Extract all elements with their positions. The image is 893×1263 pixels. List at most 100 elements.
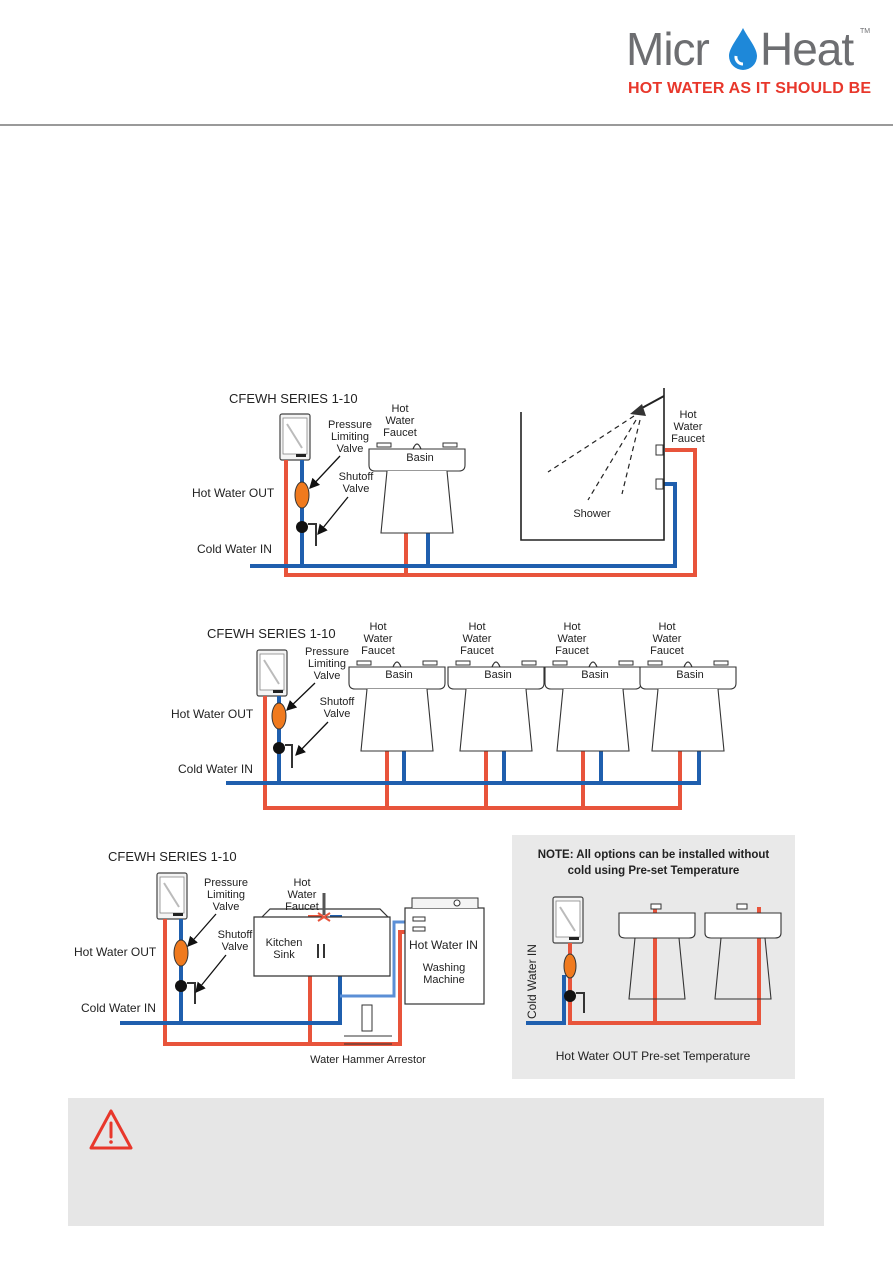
pressure-label-1: Pressure xyxy=(305,646,349,658)
basin-label: Basin xyxy=(385,669,413,681)
faucet-label-3: Faucet xyxy=(460,645,494,657)
faucet-label-1: Hot xyxy=(391,403,408,415)
faucet-label-3: Faucet xyxy=(555,645,589,657)
basin-label: Basin xyxy=(676,669,704,681)
note-panel: NOTE: All options can be installed witho… xyxy=(512,835,795,1079)
shutoff-label-2: Valve xyxy=(222,941,249,953)
hot-water-out-label: Hot Water OUT xyxy=(74,945,157,959)
shutoff-label-1: Shutoff xyxy=(339,471,375,483)
hot-water-out-label: Hot Water OUT xyxy=(192,486,275,500)
note-text: NOTE: All options can be installed witho… xyxy=(512,847,795,879)
water-heater-unit xyxy=(552,896,584,944)
brand-logo: Micr Heat TM HOT WATER AS IT SHOULD BE xyxy=(622,22,872,102)
shower-stall xyxy=(520,388,665,541)
note-line-2: cold using Pre-set Temperature xyxy=(567,865,740,877)
faucet-label-3: Faucet xyxy=(361,645,395,657)
pressure-label-3: Valve xyxy=(337,443,364,455)
water-heater-unit xyxy=(256,649,288,697)
pressure-valve-icon xyxy=(173,939,189,967)
water-heater-unit xyxy=(156,872,188,920)
shutoff-valve-icon xyxy=(564,990,576,1002)
faucet-label-1: Hot xyxy=(563,621,580,633)
pressure-label-2: Limiting xyxy=(331,431,369,443)
shower-faucet-label-2: Water xyxy=(674,421,703,433)
shower-faucet-label-1: Hot xyxy=(679,409,696,421)
washer-label-1: Washing xyxy=(423,962,465,974)
note-line-1: NOTE: All options can be installed witho… xyxy=(537,849,770,861)
water-heater-unit xyxy=(279,413,311,461)
pressure-valve-icon xyxy=(563,953,577,979)
shutoff-valve-icon xyxy=(296,521,308,533)
sink-label-1: Kitchen xyxy=(266,937,303,949)
water-hammer-arrestor xyxy=(361,1004,373,1032)
basin-fixture xyxy=(618,903,696,1000)
faucet-label-2: Water xyxy=(364,633,393,645)
cold-water-in-label: Cold Water IN xyxy=(81,1001,156,1015)
note-hot-out-label: Hot Water OUT Pre-set Temperature xyxy=(556,1049,751,1063)
hot-pipe xyxy=(284,448,697,577)
water-drop-icon xyxy=(729,28,757,70)
diagram2-title: CFEWH SERIES 1-10 xyxy=(207,626,336,641)
arrestor-label: Water Hammer Arrestor xyxy=(310,1054,426,1066)
faucet-label-1: Hot xyxy=(468,621,485,633)
faucet-label-1: Hot xyxy=(658,621,675,633)
basin-fixture xyxy=(704,903,782,1000)
diagram-multiple-basins: CFEWH SERIES 1-10 Hot Water OUT Cold Wat… xyxy=(171,621,737,810)
washer-hot-in-label: Hot Water IN xyxy=(409,938,478,952)
pressure-label-2: Limiting xyxy=(308,658,346,670)
pressure-label-1: Pressure xyxy=(328,419,372,431)
faucet-label-1: Hot xyxy=(369,621,386,633)
faucet-label-1: Hot xyxy=(293,877,310,889)
shower-head-icon xyxy=(630,404,646,416)
diagram-kitchen-laundry: CFEWH SERIES 1-10 Hot Water OUT Cold Wat… xyxy=(74,849,485,1066)
warning-triangle-icon xyxy=(89,1109,133,1150)
faucet-label-2: Water xyxy=(386,415,415,427)
shutoff-label-2: Valve xyxy=(324,708,351,720)
shower-label: Shower xyxy=(573,508,611,520)
pressure-valve-icon xyxy=(271,702,287,730)
washer-label-2: Machine xyxy=(423,974,465,986)
note-diagram: Cold Water IN Hot Water OUT Pre-set Temp… xyxy=(525,896,782,1063)
shutoff-label-1: Shutoff xyxy=(218,929,254,941)
warning-box xyxy=(68,1098,824,1226)
cold-water-in-label: Cold Water IN xyxy=(197,542,272,556)
basin-label: Basin xyxy=(406,452,434,464)
logo-tagline: HOT WATER AS IT SHOULD BE xyxy=(628,80,872,97)
pressure-label-2: Limiting xyxy=(207,889,245,901)
logo-word-left: Micr xyxy=(626,23,710,75)
cold-pipe xyxy=(250,482,677,568)
faucet-label-3: Faucet xyxy=(650,645,684,657)
faucet-label-2: Water xyxy=(463,633,492,645)
trademark-mark: TM xyxy=(860,28,871,35)
shutoff-valve-icon xyxy=(175,980,187,992)
shutoff-label-2: Valve xyxy=(343,483,370,495)
diagram-shower-basin: CFEWH SERIES 1-10 Hot Water OUT Cold Wat… xyxy=(192,388,705,577)
cold-pipe xyxy=(526,975,566,1025)
header-divider xyxy=(0,124,893,126)
cold-water-in-label: Cold Water IN xyxy=(178,762,253,776)
faucet-label-2: Water xyxy=(558,633,587,645)
shutoff-valve-icon xyxy=(273,742,285,754)
hot-water-out-label: Hot Water OUT xyxy=(171,707,254,721)
kitchen-sink-cabinet xyxy=(253,916,391,977)
note-cold-in-label: Cold Water IN xyxy=(525,944,539,1019)
logo-word-right: Heat xyxy=(760,23,854,75)
basin-label: Basin xyxy=(581,669,609,681)
pressure-label-1: Pressure xyxy=(204,877,248,889)
pressure-label-3: Valve xyxy=(314,670,341,682)
basin-label: Basin xyxy=(484,669,512,681)
faucet-label-2: Water xyxy=(653,633,682,645)
sink-label-2: Sink xyxy=(273,949,295,961)
washing-machine xyxy=(404,907,485,1005)
shower-faucet-label-3: Faucet xyxy=(671,433,705,445)
faucet-label-3: Faucet xyxy=(285,901,319,913)
diagram1-title: CFEWH SERIES 1-10 xyxy=(229,391,358,406)
hot-pipe xyxy=(568,907,761,1025)
faucet-label-2: Water xyxy=(288,889,317,901)
shutoff-label-1: Shutoff xyxy=(320,696,356,708)
pressure-label-3: Valve xyxy=(213,901,240,913)
faucet-label-3: Faucet xyxy=(383,427,417,439)
diagram3-title: CFEWH SERIES 1-10 xyxy=(108,849,237,864)
pressure-valve-icon xyxy=(294,481,310,509)
